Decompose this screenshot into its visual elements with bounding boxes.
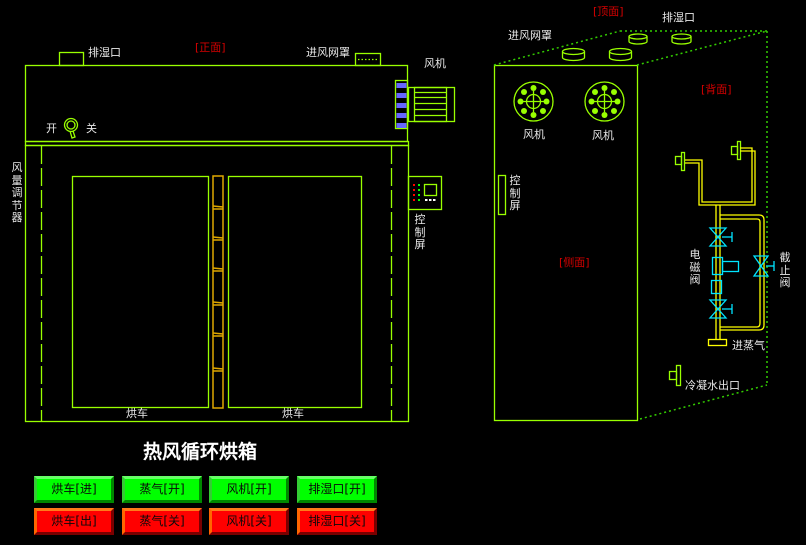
side-view — [493, 33, 742, 422]
fan-on-button[interactable]: 风机[开] — [209, 476, 289, 503]
solenoid-valve-icon — [711, 256, 724, 276]
front-top-section — [24, 64, 409, 143]
side-fan-2-label: 风机 — [592, 129, 614, 142]
cart-right-frame — [227, 175, 363, 409]
control-screen — [423, 183, 438, 197]
perspective-lines — [493, 30, 768, 420]
front-body — [24, 144, 410, 423]
exhaust-open-button[interactable]: 排湿口[开] — [297, 476, 377, 503]
switch-on-label: 开 — [46, 122, 57, 135]
front-air-inlet-label: 进风网罩 — [306, 46, 350, 59]
cart-right-label: 烘车 — [282, 407, 304, 420]
steam-inlet-label: 进蒸气 — [732, 339, 765, 352]
air-inlet-cover — [354, 52, 382, 67]
condensate-outlet-label: 冷凝水出口 — [685, 379, 740, 392]
side-fan-2 — [584, 81, 625, 122]
door-center-post — [212, 175, 224, 409]
fan-vent-frame — [394, 79, 409, 130]
control-panel-indicators — [413, 184, 436, 201]
solenoid-valve-label: 电磁阀 — [689, 248, 701, 286]
lower-valve-icon — [708, 299, 728, 319]
steam-off-button[interactable]: 蒸气[关] — [122, 508, 202, 535]
side-air-inlet-label: 进风网罩 — [508, 29, 552, 42]
exhaust-port — [58, 51, 85, 67]
stop-valve-label: 截止阀 — [779, 251, 791, 289]
steam-inlet-flange — [707, 338, 728, 347]
exhaust-close-button[interactable]: 排湿口[关] — [297, 508, 377, 535]
back-flange-1 — [680, 151, 686, 172]
top-exhaust-2 — [671, 33, 692, 40]
side-fan-1 — [513, 81, 554, 122]
front-exhaust-label: 排湿口 — [88, 46, 121, 59]
fan-motor-core — [413, 86, 448, 123]
cart-left-label: 烘车 — [126, 407, 148, 420]
front-fan-label: 风机 — [424, 57, 446, 70]
valves — [708, 227, 775, 319]
stop-valve-icon — [752, 255, 770, 277]
view-label-top: [顶面] — [593, 5, 624, 18]
side-control-panel-label: 控制屏 — [509, 174, 521, 212]
steam-on-button[interactable]: 蒸气[开] — [122, 476, 202, 503]
upper-valve-icon — [708, 227, 728, 247]
control-panel — [407, 175, 443, 211]
top-exhaust-1 — [628, 33, 648, 40]
side-control-panel — [497, 174, 507, 216]
condensate-flange — [675, 364, 682, 387]
page-title: 热风循环烘箱 — [142, 441, 257, 463]
fan-vent-slots — [396, 83, 407, 128]
view-label-front: [正面] — [195, 41, 226, 54]
front-view — [24, 51, 456, 423]
front-control-panel-label: 控制屏 — [414, 213, 426, 251]
view-label-back: [背面] — [701, 83, 732, 96]
switch-knob — [63, 117, 79, 133]
cart-left-frame — [71, 175, 210, 409]
switch-knob-hitarea[interactable] — [62, 117, 80, 139]
view-label-side: [侧面] — [559, 256, 590, 269]
cart-in-button[interactable]: 烘车[进] — [34, 476, 114, 503]
top-inlet-2 — [608, 47, 633, 56]
side-panel — [493, 64, 639, 422]
side-exhaust-label: 排湿口 — [662, 11, 695, 24]
side-fan-blades — [517, 85, 621, 118]
air-regulator-label: 风量调节器 — [11, 161, 23, 224]
side-fan-1-label: 风机 — [523, 128, 545, 141]
fan-off-button[interactable]: 风机[关] — [209, 508, 289, 535]
top-inlet-1 — [561, 47, 586, 56]
cart-out-button[interactable]: 烘车[出] — [34, 508, 114, 535]
switch-off-label: 关 — [86, 122, 97, 135]
